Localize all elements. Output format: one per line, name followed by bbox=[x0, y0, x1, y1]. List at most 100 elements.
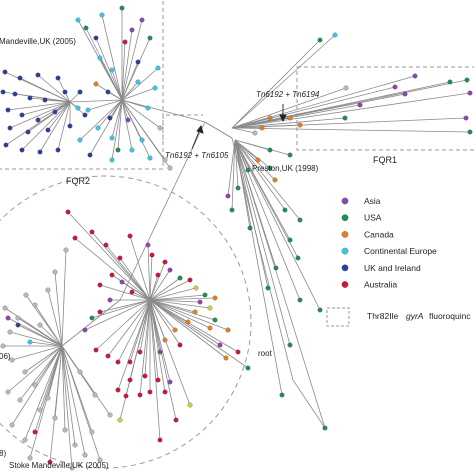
branch bbox=[234, 139, 283, 396]
tip bbox=[37, 149, 43, 155]
branch bbox=[121, 29, 133, 101]
tip bbox=[297, 122, 303, 128]
tip bbox=[155, 272, 161, 278]
legend-label-continental-europe: Continental Europe bbox=[364, 246, 437, 256]
tip bbox=[55, 75, 61, 81]
branch bbox=[231, 117, 346, 129]
tip bbox=[117, 255, 123, 261]
tip bbox=[72, 235, 78, 241]
branch bbox=[121, 19, 143, 101]
tip bbox=[119, 5, 125, 11]
svg-text:Thr82Ile: Thr82Ile bbox=[367, 311, 398, 321]
legend-swatch-continental-europe bbox=[341, 247, 349, 255]
branch bbox=[234, 139, 299, 259]
branch bbox=[121, 99, 133, 151]
branch bbox=[117, 99, 123, 151]
legend-label-australia: Australia bbox=[364, 280, 397, 290]
tip bbox=[97, 309, 103, 315]
branch bbox=[61, 249, 67, 347]
tip bbox=[207, 325, 213, 331]
tip bbox=[52, 109, 58, 115]
tip bbox=[157, 125, 163, 131]
tip bbox=[42, 97, 48, 103]
legend-box-item: Thr82Ile gyrA fluoroquinc bbox=[326, 307, 471, 327]
fqr1-box bbox=[296, 66, 474, 151]
branch bbox=[231, 34, 336, 129]
tip bbox=[167, 379, 173, 385]
tip bbox=[235, 349, 241, 355]
tip bbox=[217, 342, 223, 348]
label-tn-upper: Tn6192 + Tn6194 bbox=[256, 90, 320, 99]
tip bbox=[25, 129, 31, 135]
tip bbox=[392, 84, 398, 90]
branch bbox=[234, 139, 286, 211]
branch bbox=[101, 14, 123, 101]
tip bbox=[187, 277, 193, 283]
branch bbox=[139, 299, 151, 396]
tip bbox=[157, 349, 163, 355]
tip bbox=[129, 289, 135, 295]
tip bbox=[35, 117, 41, 123]
svg-text:gyrA: gyrA bbox=[406, 311, 424, 321]
branch bbox=[24, 345, 63, 373]
tip bbox=[267, 147, 273, 153]
tip bbox=[17, 397, 23, 403]
tip bbox=[5, 107, 11, 113]
label-fqr2: FQR2 bbox=[66, 176, 90, 186]
tip bbox=[172, 327, 178, 333]
tip bbox=[32, 302, 38, 308]
tip bbox=[139, 137, 145, 143]
tip bbox=[162, 389, 168, 395]
tip bbox=[89, 429, 95, 435]
branch bbox=[37, 74, 71, 103]
branch bbox=[111, 99, 123, 161]
tip bbox=[145, 105, 151, 111]
legend-swatch-usa bbox=[341, 214, 349, 222]
tip bbox=[7, 329, 13, 335]
branch bbox=[34, 345, 63, 433]
branch bbox=[7, 345, 63, 393]
tip bbox=[67, 123, 73, 129]
branch bbox=[231, 39, 321, 129]
tip bbox=[19, 112, 25, 118]
branch bbox=[231, 127, 471, 133]
tip bbox=[343, 85, 349, 91]
tip bbox=[279, 392, 285, 398]
branch bbox=[111, 99, 123, 139]
tip bbox=[109, 157, 115, 163]
legend-label-canada: Canada bbox=[364, 229, 394, 239]
tip bbox=[467, 129, 473, 135]
backbone bbox=[69, 99, 123, 103]
branch bbox=[234, 139, 291, 156]
tip bbox=[317, 37, 323, 43]
branch bbox=[121, 41, 126, 101]
tip bbox=[245, 365, 251, 371]
tip bbox=[109, 135, 115, 141]
tip bbox=[127, 359, 133, 365]
tip bbox=[105, 89, 111, 95]
tip bbox=[93, 35, 99, 41]
branch bbox=[39, 101, 71, 153]
branch bbox=[234, 139, 301, 221]
branch bbox=[149, 299, 249, 369]
tip bbox=[137, 349, 143, 355]
branch bbox=[99, 57, 123, 101]
branch bbox=[231, 117, 271, 129]
tip bbox=[127, 377, 133, 383]
branch bbox=[29, 341, 63, 347]
legend-swatch-australia bbox=[341, 281, 349, 288]
tip bbox=[9, 357, 15, 363]
tip bbox=[65, 209, 71, 215]
branch bbox=[119, 299, 151, 421]
branch bbox=[149, 299, 181, 346]
branch bbox=[117, 299, 151, 363]
backbone bbox=[119, 121, 206, 301]
tip bbox=[19, 147, 25, 153]
tip bbox=[22, 437, 28, 443]
tip bbox=[152, 85, 158, 91]
branch bbox=[61, 345, 76, 446]
tip bbox=[155, 377, 161, 383]
branch bbox=[121, 99, 161, 129]
tip bbox=[85, 107, 91, 113]
tip bbox=[229, 207, 235, 213]
